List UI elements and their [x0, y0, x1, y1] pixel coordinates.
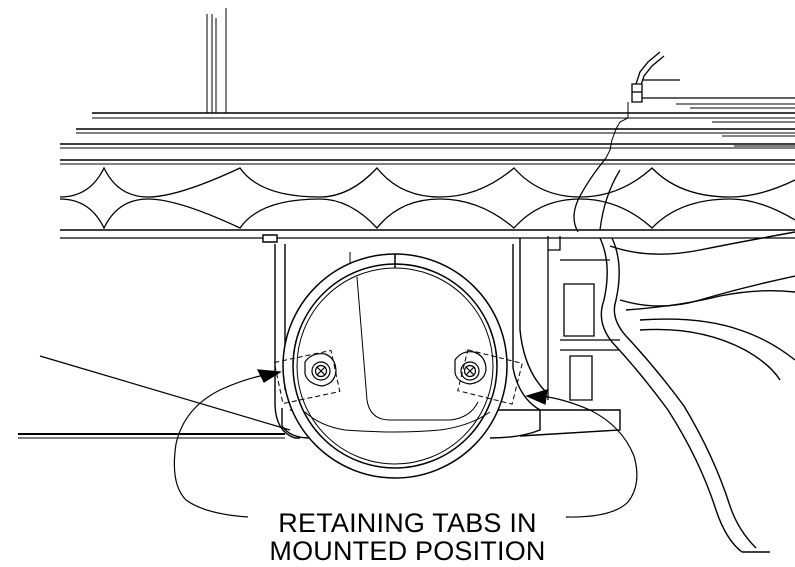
leader-left	[174, 370, 280, 517]
callout-label-line-1: RETAINING TABS IN	[278, 508, 537, 538]
diamond-band	[60, 158, 795, 238]
leader-right	[527, 390, 637, 517]
side-housing	[548, 236, 620, 400]
cable	[600, 232, 795, 552]
top-right-connector	[632, 52, 795, 102]
callout-label-line-2: MOUNTED POSITION	[269, 536, 546, 566]
vertical-post	[207, 8, 226, 113]
base-line	[18, 356, 290, 438]
retaining-ring	[283, 254, 507, 478]
upper-molding	[60, 102, 795, 164]
left-tab	[274, 350, 339, 403]
right-tab	[455, 350, 522, 404]
